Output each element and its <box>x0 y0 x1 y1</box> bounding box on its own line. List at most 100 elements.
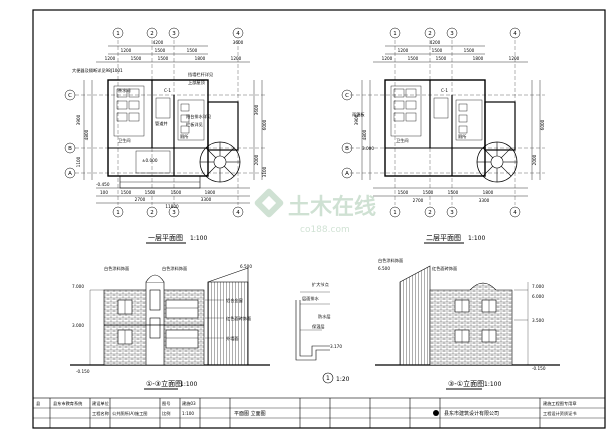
dim-text: 4800 <box>84 129 89 140</box>
dim-text: 6000 <box>262 119 267 130</box>
axis-label: A <box>345 171 349 177</box>
dim-text: 1500 <box>423 190 434 195</box>
watermark-url: co188.com <box>300 225 350 235</box>
title-cell: 县 <box>36 401 40 407</box>
note-text: 扩大节点 <box>312 281 329 288</box>
level-text: 3.000 <box>362 146 374 151</box>
front-elevation-text: 7.000 6.500 3.000 -0.150 白色涂料饰面 白色涂料饰面 铝… <box>72 264 252 374</box>
dim-text: 1500 <box>155 48 166 53</box>
level-text: 7.000 <box>532 284 544 289</box>
dim-text: 1500 <box>145 190 156 195</box>
dim-text: 11800 <box>165 204 179 209</box>
second-plan-axis-bubbles: 1 2 3 4 1 2 3 4 C B A <box>341 27 521 218</box>
room-label: C-1 <box>441 88 448 93</box>
dim-text: 1500 <box>171 190 182 195</box>
title-cell: 建施03 <box>182 400 196 407</box>
dim-text: 1200 <box>231 56 242 61</box>
dim-text: 1500 <box>187 48 198 53</box>
dim-text: 1200 <box>105 56 116 61</box>
rear-elevation-title: ③-①立面图 1:100 <box>446 379 501 390</box>
second-plan-dimensions: 4200 1200 1500 1500 1200 1500 1500 1800 … <box>354 40 545 203</box>
dim-text: 2700 <box>135 197 146 202</box>
plan-title: 一层平面图 <box>148 234 183 242</box>
dim-text: 1500 <box>121 190 132 195</box>
watermark-logo-icon <box>254 188 284 218</box>
note-text: 阳台排水详见 <box>186 113 211 120</box>
axis-label: 2 <box>428 31 432 37</box>
level-text: 3.500 <box>532 318 544 323</box>
room-label: C-1 <box>164 88 171 93</box>
room-label: 茶水间 <box>118 87 131 94</box>
dim-text: 1200 <box>509 56 520 61</box>
dim-text: 3300 <box>201 197 212 202</box>
plan-scale: 1:100 <box>468 235 485 242</box>
note-text: 雨篷板 <box>352 111 365 118</box>
axis-label: 2 <box>150 210 154 216</box>
axis-label: 3 <box>172 31 176 37</box>
dim-text: 3900 <box>354 114 359 125</box>
dim-text: 3600 <box>233 40 244 45</box>
dim-text: 1500 <box>432 48 443 53</box>
dim-text: 1100 <box>76 156 81 167</box>
axis-label: 4 <box>513 210 517 216</box>
title-cell: 比例 <box>162 410 170 417</box>
dim-text: 4800 <box>362 129 367 140</box>
level-text: 6.500 <box>240 264 252 269</box>
second-plan-title: 二层平面图 1:100 <box>424 234 485 244</box>
axis-label: 4 <box>236 31 240 37</box>
design-firm: 县东市建筑设计有限公司 <box>444 410 499 417</box>
axis-label: 4 <box>513 31 517 37</box>
level-text: -0.450 <box>96 182 110 187</box>
elevation-title: ①-③立面图 <box>146 379 182 388</box>
level-text: 6.500 <box>378 266 390 271</box>
dim-text: 1500 <box>436 56 447 61</box>
axis-label: 3 <box>172 210 176 216</box>
level-text: 6.000 <box>532 294 544 299</box>
axis-label: 1 <box>116 210 120 216</box>
watermark-text: 土木在线 <box>288 194 376 220</box>
dim-text: 6000 <box>540 119 545 130</box>
note-text: 大便器及隔断详见98J1001 <box>72 67 123 74</box>
dim-text: 1800 <box>205 190 216 195</box>
title-cell: 工程名称 <box>92 410 109 417</box>
room-label: 卫生间 <box>118 137 131 144</box>
dim-text: 1800 <box>483 190 494 195</box>
second-floor-plan <box>350 40 545 205</box>
axis-label: 1 <box>393 31 397 37</box>
note-text: 保温层 <box>312 323 325 330</box>
plan-scale: 1:100 <box>190 235 207 242</box>
dim-text: 1200 <box>398 48 409 53</box>
note-text: 铝合金窗 <box>226 297 243 304</box>
watermark: 土木在线 co188.com <box>254 188 376 235</box>
dim-text: 1500 <box>408 56 419 61</box>
dim-text: 3100 <box>262 166 267 177</box>
note-text: 上部屋顶 <box>188 79 206 86</box>
dim-text: 1500 <box>464 48 475 53</box>
axis-label: 2 <box>150 31 154 37</box>
first-plan-dimensions: 4200 1200 1500 1500 3600 1200 1500 1500 … <box>76 40 267 209</box>
title-cell: 图号 <box>162 401 170 407</box>
first-floor-plan <box>75 40 265 205</box>
note-text: 防水层 <box>318 313 331 320</box>
first-plan-title: 一层平面图 1:100 <box>146 234 207 244</box>
detail-section <box>295 291 334 384</box>
dim-text: 2000 <box>532 154 537 165</box>
note-text: 栏板详见 <box>186 121 203 128</box>
axis-label: 4 <box>236 210 240 216</box>
rear-elevation-text: 6.500 7.000 6.000 3.500 -0.150 白色涂料饰面 红色… <box>378 257 546 371</box>
front-elevation <box>70 267 270 366</box>
plan-title: 二层平面图 <box>426 234 461 242</box>
note-text: 白色涂料饰面 <box>378 257 403 264</box>
dim-text: 1500 <box>448 190 459 195</box>
dim-text: 100 <box>100 190 108 195</box>
dim-text: 3600 <box>254 104 259 115</box>
title-cell: 1:100 <box>182 411 194 416</box>
level-text: 7.000 <box>72 284 84 289</box>
dim-text: 1200 <box>121 48 132 53</box>
title-block <box>32 397 606 429</box>
dim-text: 1800 <box>195 56 206 61</box>
detail-title: 1 <box>326 375 330 382</box>
dim-text: 1500 <box>158 56 169 61</box>
rear-elevation <box>375 265 560 366</box>
